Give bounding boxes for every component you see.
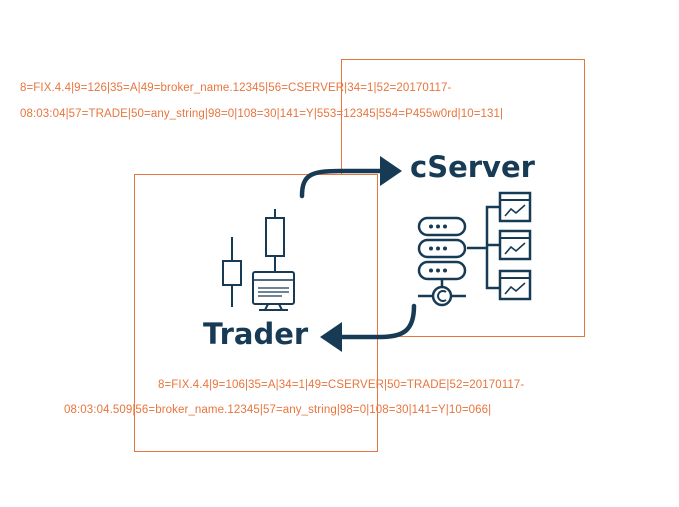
fix-logon-response-line1: 8=FIX.4.4|9=106|35=A|34=1|49=CSERVER|50=…: [158, 379, 525, 391]
cserver-frame: [341, 59, 585, 337]
cserver-label: cServer: [410, 150, 535, 184]
trader-label: Trader: [203, 317, 309, 351]
chart-screen-icon: [498, 269, 532, 301]
arrow-to-cserver: [299, 156, 402, 199]
chart-screen-icon: [498, 191, 532, 223]
server-connector-lines: [467, 205, 500, 290]
monitor-chart-icon: [252, 271, 295, 311]
trader-frame: [134, 174, 378, 452]
fix-logon-request-line1: 8=FIX.4.4|9=126|35=A|49=broker_name.1234…: [20, 82, 452, 94]
server-stack-icon: [417, 216, 467, 307]
chart-screen-icon: [498, 229, 532, 261]
fix-logon-response-line2: 08:03:04.509|56=broker_name.12345|57=any…: [64, 404, 492, 416]
arrow-to-trader: [320, 303, 417, 352]
fix-logon-request-line2: 08:03:04|57=TRADE|50=any_string|98=0|108…: [20, 108, 504, 120]
